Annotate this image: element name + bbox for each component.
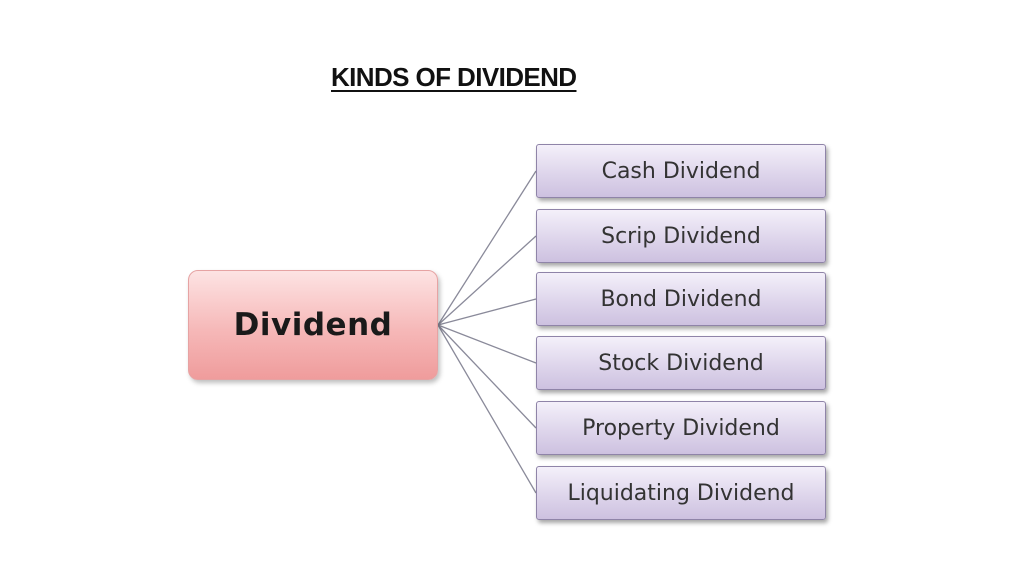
node-label: Scrip Dividend <box>601 223 761 249</box>
connector-liquidating <box>437 324 537 494</box>
root-label: Dividend <box>233 307 393 343</box>
node-label: Bond Dividend <box>600 286 762 312</box>
connector-bond <box>437 298 537 326</box>
node-label: Property Dividend <box>582 415 780 441</box>
slide-title: KINDS OF DIVIDEND <box>331 62 577 92</box>
node-stock-dividend: Stock Dividend <box>536 336 826 390</box>
connector-stock <box>437 324 537 364</box>
node-liquidating-dividend: Liquidating Dividend <box>536 466 826 520</box>
connector-property <box>437 324 537 429</box>
node-property-dividend: Property Dividend <box>536 401 826 455</box>
node-scrip-dividend: Scrip Dividend <box>536 209 826 263</box>
node-label: Liquidating Dividend <box>567 480 795 506</box>
connector-cash <box>437 170 537 326</box>
node-label: Stock Dividend <box>598 350 764 376</box>
node-label: Cash Dividend <box>601 158 761 184</box>
node-bond-dividend: Bond Dividend <box>536 272 826 326</box>
root-node-dividend: Dividend <box>188 270 438 380</box>
connector-scrip <box>437 235 537 326</box>
node-cash-dividend: Cash Dividend <box>536 144 826 198</box>
